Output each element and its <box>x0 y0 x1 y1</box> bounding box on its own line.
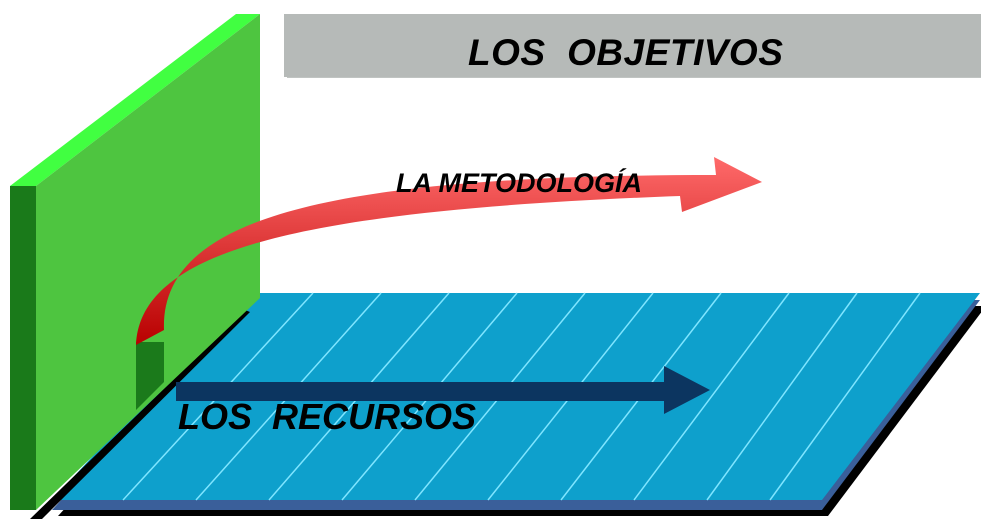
recursos-label: LOS RECURSOS <box>178 396 477 437</box>
wall-shadow <box>30 310 250 519</box>
recursos-arrow <box>176 366 710 414</box>
metodologia-arrow <box>136 157 762 345</box>
wall-top-edge <box>10 14 260 186</box>
wall-side <box>10 186 36 510</box>
arrow-support <box>136 342 164 410</box>
title-text: LOS OBJETIVOS <box>468 32 784 73</box>
metodologia-label: LA METODOLOGÍA <box>396 168 642 198</box>
wall-front <box>36 14 260 510</box>
title-bar <box>284 14 981 77</box>
